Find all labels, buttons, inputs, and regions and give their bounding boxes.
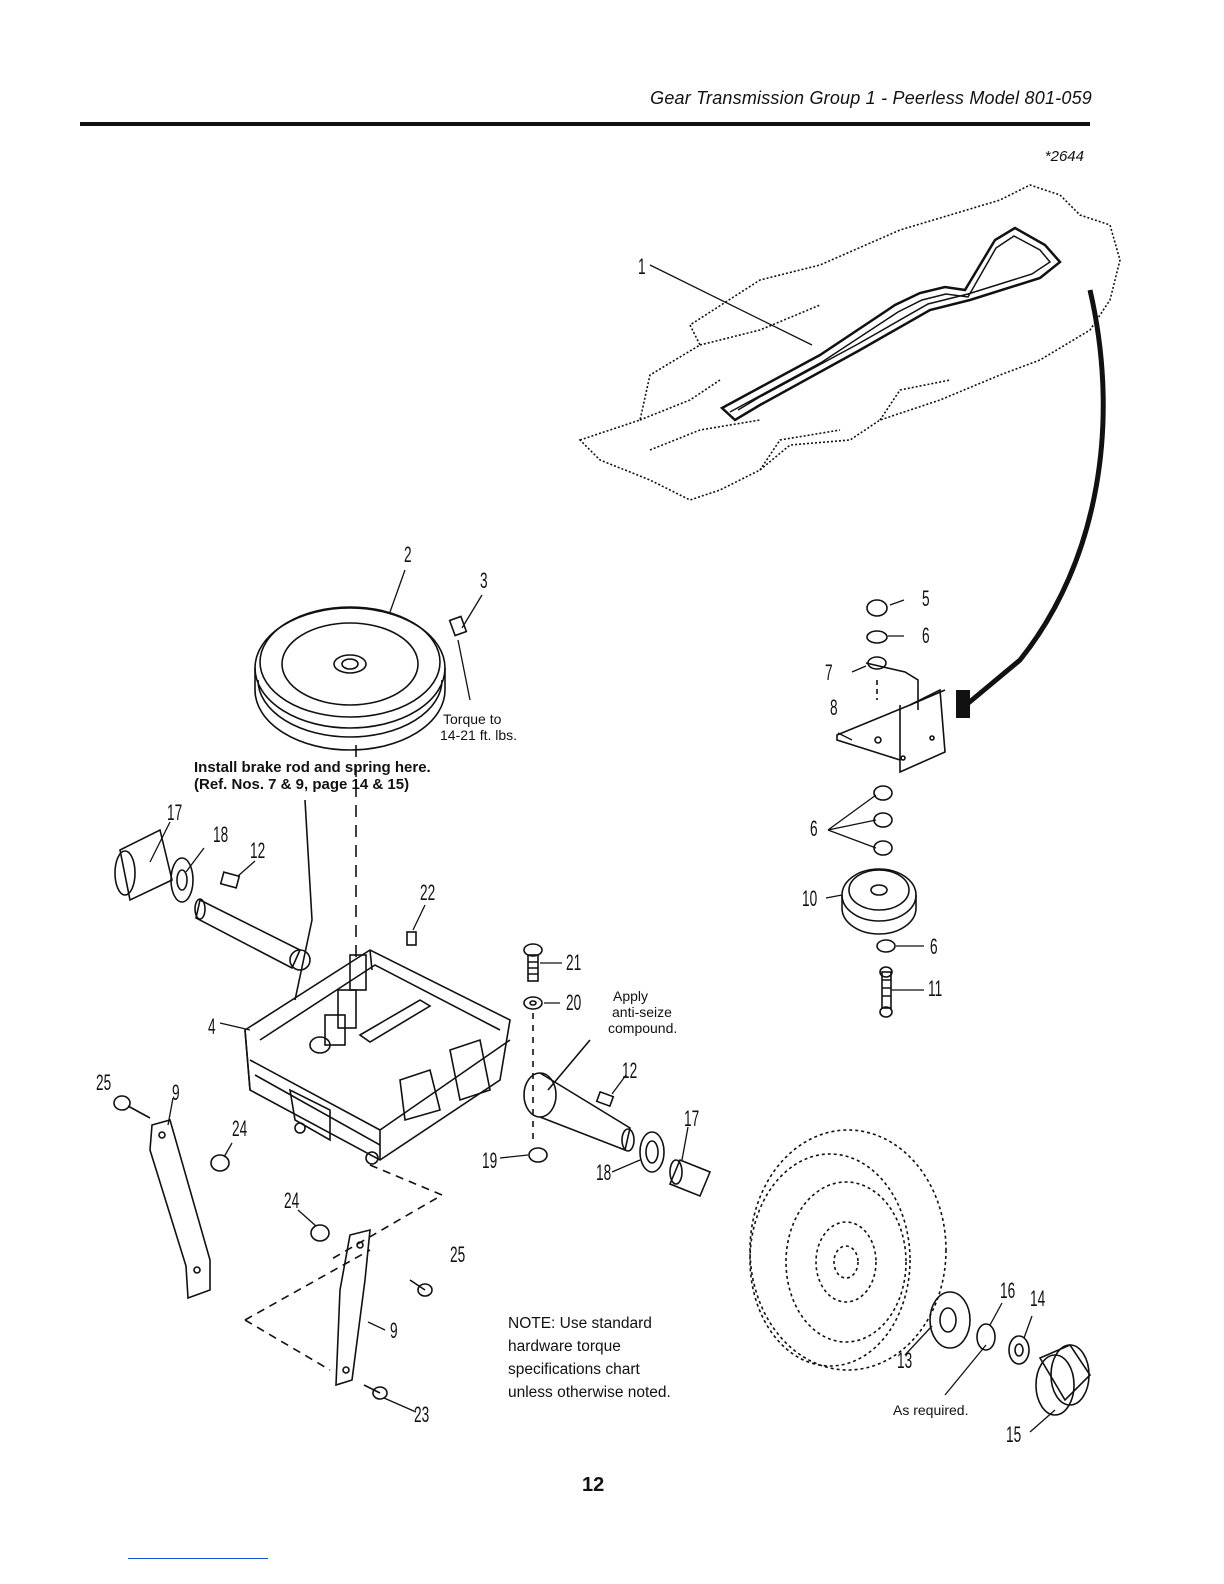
figure-id: *2644 (1044, 148, 1084, 165)
hardware-torque-note: NOTE: Use standard hardware torque speci… (508, 1312, 728, 1404)
callout-24: 24 (232, 1116, 248, 1141)
hardware-note-line4: unless otherwise noted. (508, 1384, 671, 1401)
idler-assembly (836, 599, 946, 1018)
callout-21: 21 (566, 950, 582, 975)
brake-note-line2: (Ref. Nos. 7 & 9, page 14 & 15) (194, 776, 410, 793)
page-header-title: Gear Transmission Group 1 - Peerless Mod… (650, 88, 1092, 108)
callout-7: 7 (825, 660, 833, 685)
page-number: 12 (582, 1474, 605, 1496)
callout-6c: 6 (930, 934, 938, 959)
callout-9: 9 (172, 1080, 180, 1105)
callout-12b: 12 (622, 1058, 638, 1083)
transmission-housing (244, 949, 511, 1165)
antiseize-note-line2: anti-seize (612, 1004, 672, 1020)
transmission-pulley (254, 606, 446, 751)
hardware-note-line2: hardware torque (508, 1338, 621, 1355)
brake-note: Install brake rod and spring here. (Ref.… (194, 759, 494, 793)
callout-9b: 9 (390, 1318, 398, 1343)
wheel-rim (749, 1129, 947, 1371)
hardware-note-line3: specifications chart (508, 1361, 640, 1378)
callout-19: 19 (482, 1148, 498, 1173)
footer-rule (128, 1558, 268, 1559)
antiseize-note-line3: compound. (608, 1020, 678, 1036)
reference-arc (958, 289, 1106, 712)
callout-15: 15 (1006, 1422, 1022, 1447)
callout-4: 4 (208, 1014, 216, 1039)
callout-8: 8 (830, 695, 838, 720)
drive-belt (719, 226, 1062, 422)
header-rule (80, 122, 1090, 126)
callout-14: 14 (1030, 1286, 1046, 1311)
callout-22: 22 (420, 880, 436, 905)
callout-11: 11 (928, 976, 943, 1001)
bracket-upper (149, 1119, 211, 1300)
callout-1: 1 (638, 254, 646, 279)
callout-3: 3 (480, 568, 488, 593)
antiseize-note-line1: Apply (613, 988, 649, 1004)
callout-23: 23 (414, 1402, 430, 1427)
callout-6b: 6 (810, 816, 818, 841)
callout-24b: 24 (284, 1188, 300, 1213)
right-axle-parts (523, 1039, 712, 1198)
bracket-lower (335, 1228, 371, 1387)
callout-5: 5 (922, 586, 930, 611)
torque-note-line2: 14-21 ft. lbs. (440, 727, 518, 743)
callout-10: 10 (802, 886, 818, 911)
tractor-chassis (578, 184, 1121, 501)
callout-2: 2 (404, 542, 412, 567)
callout-25: 25 (96, 1070, 112, 1095)
callout-16: 16 (1000, 1278, 1016, 1303)
torque-note-line1: Torque to (443, 711, 502, 727)
antiseize-note: Apply anti-seize compound. (608, 988, 718, 1036)
callout-20: 20 (566, 990, 582, 1015)
callout-17b: 17 (684, 1106, 700, 1131)
callout-6: 6 (922, 623, 930, 648)
bolt-washer-nut (523, 943, 548, 1163)
left-axle-parts (114, 828, 302, 970)
callout-17: 17 (167, 800, 183, 825)
callout-18: 18 (213, 822, 229, 847)
callout-18b: 18 (596, 1160, 612, 1185)
brake-note-line1: Install brake rod and spring here. (194, 759, 431, 776)
as-required-note: As required. (893, 1402, 969, 1418)
callout-25b: 25 (450, 1242, 466, 1267)
hardware-note-line1: NOTE: Use standard (508, 1315, 652, 1332)
callout-12: 12 (250, 838, 266, 863)
callout-13: 13 (897, 1348, 913, 1373)
torque-note: Torque to 14-21 ft. lbs. (440, 711, 550, 743)
